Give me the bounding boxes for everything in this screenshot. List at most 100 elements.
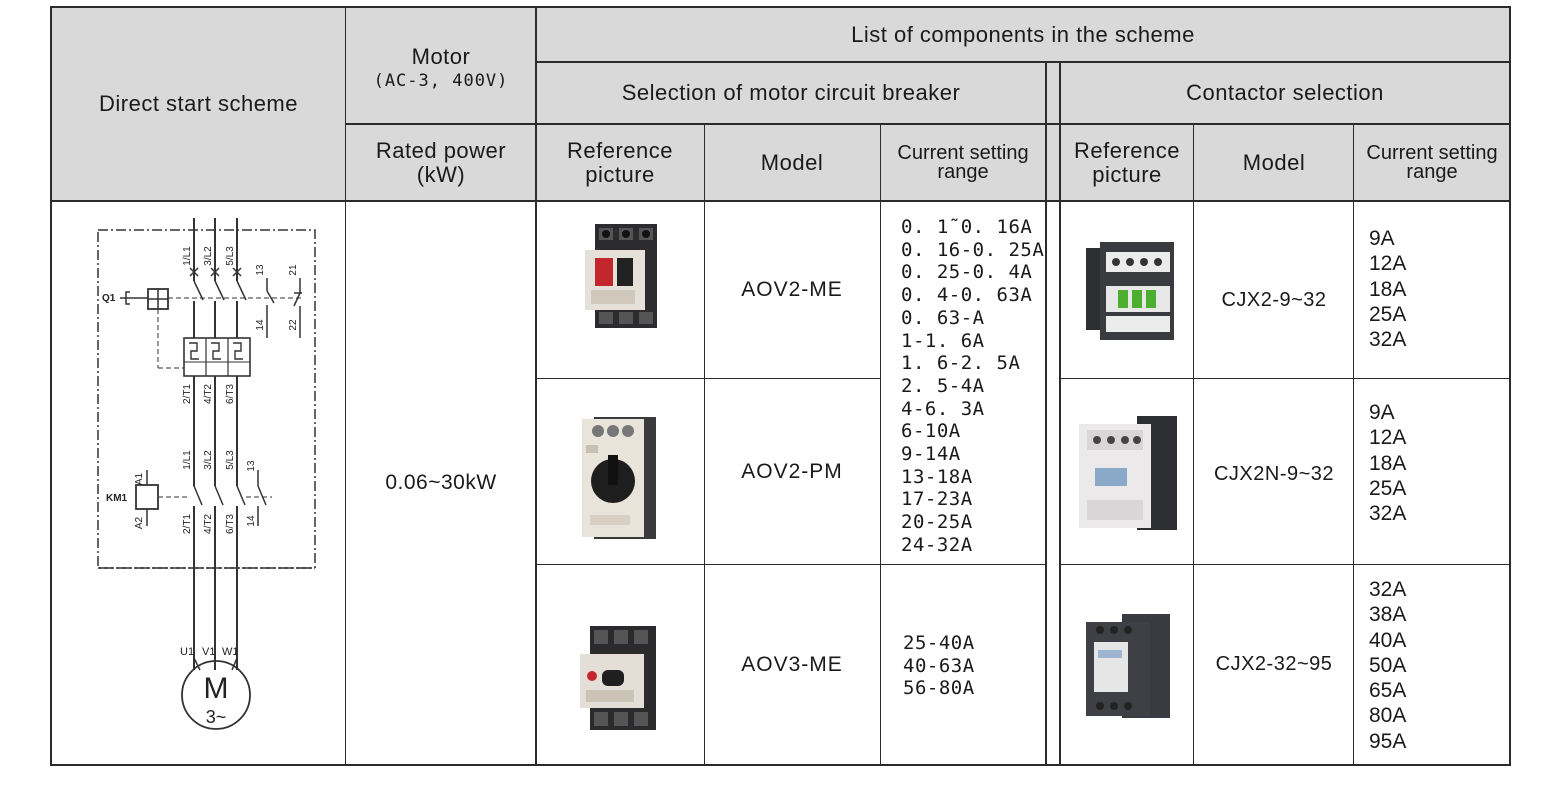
- model-label: Model: [760, 149, 824, 175]
- contactor-range-item: 40A: [1369, 628, 1407, 652]
- contactor-range-item: 32A: [1369, 502, 1407, 526]
- contactor-model-text: CJX2N-9~32: [1213, 462, 1335, 485]
- ref-picture-label: Reference: [566, 137, 673, 163]
- breaker-range-item: 25-40A: [903, 632, 975, 654]
- coil-a2: A2: [134, 516, 145, 529]
- term-1-l1: 1/L1: [182, 246, 193, 266]
- header-components-list: List of components in the scheme: [536, 7, 1510, 62]
- breaker-model-text: AOV3-ME: [741, 652, 843, 676]
- breaker-range-item: 0. 25-0. 4A: [901, 261, 1033, 284]
- breaker-group-title: Selection of motor circuit breaker: [621, 80, 961, 105]
- contactor-range-item: 32A: [1369, 578, 1407, 601]
- breaker-range-item: 4-6. 3A: [901, 397, 985, 420]
- header-breaker-model: Model: [704, 124, 880, 201]
- contactor-cjx2n-9-32-image: [1079, 416, 1177, 530]
- ref-picture-label-2: picture: [1092, 161, 1162, 187]
- contactor-model-cjx2-9-32: CJX2-9~32: [1194, 202, 1354, 398]
- breaker-model-aov2-pm: AOV2-PM: [704, 379, 880, 564]
- breaker-range-item: 1. 6-2. 5A: [901, 352, 1021, 375]
- term-4-t2: 4/T2: [203, 384, 214, 404]
- term-21: 21: [288, 264, 299, 276]
- contactor-range-list-1: 9A 12A 18A 25A 32A: [1369, 226, 1406, 352]
- motor-w1: W1: [222, 646, 239, 658]
- motor-phase: 3~: [206, 707, 227, 727]
- current-setting-label: Current setting: [1366, 141, 1498, 164]
- breaker-range-item: 13-18A: [901, 465, 973, 488]
- contactor-range-item: 12A: [1369, 252, 1407, 276]
- contactor-range-item: 25A: [1369, 476, 1407, 500]
- header-contactor-model: Model: [1194, 124, 1354, 201]
- current-setting-label: Current setting: [897, 141, 1029, 164]
- rated-power-value: 0.06~30kW: [346, 202, 536, 764]
- breaker-range-list-b: 25-40A 40-63A 56-80A: [903, 632, 975, 700]
- contactor-range-item: 65A: [1369, 679, 1407, 703]
- header-contactor-ref-picture: Reference picture: [1060, 124, 1194, 201]
- header-scheme-label: Direct start scheme: [99, 91, 298, 116]
- coil-a1: A1: [134, 472, 145, 485]
- contactor-range-item: 9A: [1369, 401, 1395, 424]
- km1-label: KM1: [106, 493, 128, 504]
- ref-picture-label: Reference: [1073, 137, 1180, 163]
- contactor-range-item: 32A: [1369, 328, 1407, 352]
- term-22: 22: [288, 319, 299, 331]
- term-3-l2: 3/L2: [203, 246, 214, 266]
- header-contactor-group: Contactor selection: [1060, 62, 1510, 124]
- contactor-range-item: 9A: [1369, 227, 1395, 250]
- contactor-model-text: CJX2-9~32: [1221, 288, 1327, 311]
- contactor-model-cjx2n-9-32: CJX2N-9~32: [1194, 379, 1354, 569]
- breaker-model-aov2-me: AOV2-ME: [704, 202, 880, 378]
- header-direct-start-scheme: Direct start scheme: [51, 7, 346, 201]
- rated-power-unit: (kW): [416, 161, 466, 187]
- rated-power-label: Rated power: [375, 137, 507, 163]
- contactor-range-list-3: 32A 38A 40A 50A 65A 80A 95A: [1369, 577, 1406, 754]
- contactor-range-item: 38A: [1369, 603, 1407, 627]
- header-motor: Motor (AC-3, 400V): [346, 7, 536, 124]
- breaker-model-text: AOV2-PM: [741, 459, 843, 483]
- motor-v1: V1: [202, 646, 215, 658]
- term-5-l3: 5/L3: [225, 246, 236, 266]
- breaker-range-item: 0. 1˜0. 16A: [901, 216, 1033, 238]
- breaker-range-item: 1-1. 6A: [901, 329, 985, 352]
- breaker-range-list-a: 0. 1˜0. 16A 0. 16-0. 25A 0. 25-0. 4A 0. …: [901, 216, 1044, 557]
- breaker-range-item: 17-23A: [901, 488, 973, 511]
- header-contactor-current: Current setting range: [1354, 124, 1510, 201]
- breaker-range-item: 6-10A: [901, 420, 961, 443]
- header-rated-power: Rated power (kW): [346, 124, 536, 201]
- km-term-4-t2: 4/T2: [203, 514, 214, 534]
- schematic-labels: 1/L1 3/L2 5/L3 13 21 14 22 2/T1 4/T2 6/T…: [102, 246, 299, 727]
- header-gap: [1046, 62, 1060, 201]
- breaker-range-item: 0. 4-0. 63A: [901, 284, 1033, 307]
- header-breaker-current: Current setting range: [880, 124, 1046, 201]
- current-range-label: range: [1406, 160, 1458, 183]
- term-6-t3: 6/T3: [225, 384, 236, 404]
- contactor-range-item: 50A: [1369, 653, 1407, 677]
- contactor-range-item: 80A: [1369, 704, 1407, 728]
- contactor-model-text: CJX2-32~95: [1215, 653, 1333, 675]
- contactor-range-list-2: 9A 12A 18A 25A 32A: [1369, 400, 1406, 526]
- breaker-aov3-me-image: [580, 626, 656, 730]
- contactor-range-item: 25A: [1369, 302, 1407, 326]
- components-title: List of components in the scheme: [851, 21, 1195, 47]
- q1-label: Q1: [102, 293, 116, 304]
- km-term-2-t1: 2/T1: [182, 514, 193, 534]
- km-term-14: 14: [246, 515, 257, 527]
- breaker-range-item: 0. 63-A: [901, 306, 985, 329]
- contactor-cjx2-32-95-image: [1086, 614, 1170, 718]
- breaker-range-item: 0. 16-0. 25A: [901, 238, 1045, 261]
- breaker-range-item: 9-14A: [901, 443, 961, 466]
- breaker-range-item: 2. 5-4A: [901, 374, 985, 397]
- breaker-range-item: 24-32A: [901, 533, 973, 556]
- contactor-range-item: 95A: [1369, 729, 1407, 753]
- term-13: 13: [255, 264, 266, 276]
- header-breaker-ref-picture: Reference picture: [536, 124, 704, 201]
- motor-u1: U1: [180, 646, 194, 658]
- km-term-5-l3: 5/L3: [225, 450, 236, 470]
- km-term-3-l2: 3/L2: [203, 450, 214, 470]
- header-breaker-group: Selection of motor circuit breaker: [536, 62, 1046, 124]
- contactor-group-title: Contactor selection: [1186, 80, 1384, 105]
- term-2-t1: 2/T1: [182, 384, 193, 404]
- current-range-label: range: [937, 160, 989, 183]
- breaker-model-aov3-me: AOV3-ME: [704, 565, 880, 764]
- direct-start-schematic: 1/L1 3/L2 5/L3 13 21 14 22 2/T1 4/T2 6/T…: [97, 218, 316, 730]
